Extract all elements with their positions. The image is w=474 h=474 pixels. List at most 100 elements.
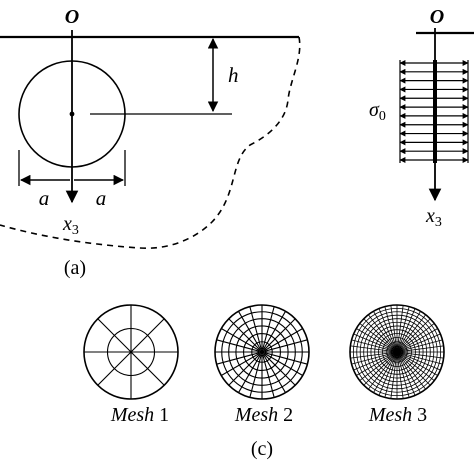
mesh-2-spoke — [262, 311, 286, 351]
mesh-2-number: 2 — [283, 404, 293, 426]
mesh-3-spoke — [378, 308, 397, 351]
mesh-3-spoke — [350, 351, 396, 359]
mesh-3-spoke — [398, 352, 438, 376]
mesh-3-spoke — [378, 353, 397, 396]
mesh-3-spoke — [356, 352, 396, 376]
radius-label-left: a — [39, 186, 50, 210]
mesh-2-spoke — [264, 339, 308, 352]
mesh-3-spoke — [390, 305, 398, 351]
mesh-3-spoke — [373, 311, 397, 351]
mesh-2-spoke — [228, 353, 261, 386]
mesh-2-spoke — [263, 352, 303, 376]
mesh-2-spoke — [216, 352, 260, 365]
mesh-3-spoke — [397, 352, 431, 386]
mesh-3-spoke — [397, 308, 416, 351]
mesh-1-number: 1 — [159, 404, 169, 426]
mesh-3-spoke — [384, 353, 398, 398]
mesh-3-spoke — [363, 352, 397, 386]
mesh-3-spoke — [397, 311, 421, 351]
mesh-3-number: 3 — [417, 404, 427, 426]
mesh-2-spoke — [262, 354, 275, 398]
mesh-2-spoke — [238, 311, 262, 351]
stress-label: σ0 — [369, 99, 386, 124]
mesh-3-spoke — [351, 351, 396, 365]
mesh-2-spoke — [249, 306, 262, 350]
mesh-3-spoke — [396, 353, 410, 398]
mesh-2-label-word: Mesh — [234, 404, 278, 426]
mesh-3-spoke — [398, 333, 441, 352]
radius-label-right: a — [96, 186, 107, 210]
mesh-1-spoke — [97, 318, 132, 353]
mesh-2-label: Mesh 2 — [234, 404, 293, 426]
axis-label-b-var: x — [425, 205, 435, 227]
axis-label-a-var: x — [62, 213, 72, 235]
panel-b: O σ0 x3 — [369, 6, 474, 230]
mesh-3-center-dot — [393, 348, 401, 356]
mesh-3-spoke — [398, 339, 443, 353]
mesh-3-spoke — [353, 352, 396, 371]
mesh-3-spoke — [397, 353, 421, 393]
caption-a: (a) — [64, 257, 86, 279]
mesh-3-spoke — [396, 305, 404, 351]
mesh-1-spoke — [130, 351, 165, 386]
mesh-3-spoke — [398, 328, 438, 352]
mesh-2-spoke — [221, 328, 261, 352]
mesh-1-spoke — [97, 351, 132, 386]
mesh-3-spoke — [351, 339, 396, 353]
mesh-3-spoke — [397, 352, 426, 390]
mesh-2-spoke — [238, 353, 262, 393]
mesh-2-spoke — [249, 354, 262, 398]
axis-label-b-sub: 3 — [435, 215, 442, 230]
mesh-2-spoke — [221, 352, 261, 376]
mesh-3-spoke — [397, 318, 431, 352]
panel-a: O h a a x3 (a) — [0, 6, 301, 279]
mesh-3-spoke — [397, 323, 435, 352]
mesh-3-spoke — [390, 353, 398, 399]
stress-label-sub: 0 — [379, 109, 386, 124]
mesh-3-spoke — [359, 323, 397, 352]
mesh-3-label-word: Mesh — [368, 404, 412, 426]
axis-label-b: x3 — [425, 205, 442, 230]
mesh-3-spoke — [384, 306, 398, 351]
axis-label-a-sub: 3 — [72, 223, 79, 238]
mesh-3-spoke — [397, 352, 435, 381]
mesh-3-spoke — [396, 353, 404, 399]
mesh-1-label-word: Mesh — [110, 404, 154, 426]
mesh-3-spoke — [397, 314, 426, 352]
mesh-3-spoke — [356, 328, 396, 352]
mesh-1-label: Mesh 1 — [110, 404, 169, 426]
origin-label-a: O — [65, 6, 79, 28]
mesh-3-spoke — [368, 352, 397, 390]
axis-label-a: x3 — [62, 213, 79, 238]
mesh-3-spoke — [363, 318, 397, 352]
mesh-2-spoke — [262, 353, 286, 393]
mesh-2-spoke — [264, 352, 308, 365]
mesh-3-spoke — [398, 351, 444, 359]
mesh-3-spoke — [353, 333, 396, 352]
mesh-2-spoke — [263, 328, 303, 352]
mesh-3-spoke — [397, 353, 416, 396]
depth-label: h — [228, 63, 239, 87]
caption-c: (c) — [251, 438, 273, 460]
mesh-3-spoke — [373, 353, 397, 393]
mesh-3-spoke — [398, 352, 441, 371]
origin-label-b: O — [430, 6, 444, 28]
mesh-3-spoke — [350, 345, 396, 353]
mesh-3-spoke — [368, 314, 397, 352]
mesh-3-spoke — [398, 351, 443, 365]
panel-c: Mesh 1 Mesh 2 Mesh 3 (c) — [83, 304, 445, 460]
mesh-1-diagram — [83, 304, 179, 400]
mesh-2-spoke — [216, 339, 260, 352]
mesh-3-spoke — [398, 345, 444, 353]
mesh-3-diagram — [349, 304, 445, 400]
mesh-2-spoke — [263, 353, 296, 386]
mesh-3-spoke — [396, 306, 410, 351]
stress-arrows — [399, 60, 469, 163]
mesh-2-spoke — [228, 318, 261, 351]
stress-label-var: σ — [369, 99, 380, 121]
mesh-1-spoke — [130, 318, 165, 353]
mesh-2-center-dot — [259, 349, 265, 355]
mesh-3-spoke — [359, 352, 397, 381]
